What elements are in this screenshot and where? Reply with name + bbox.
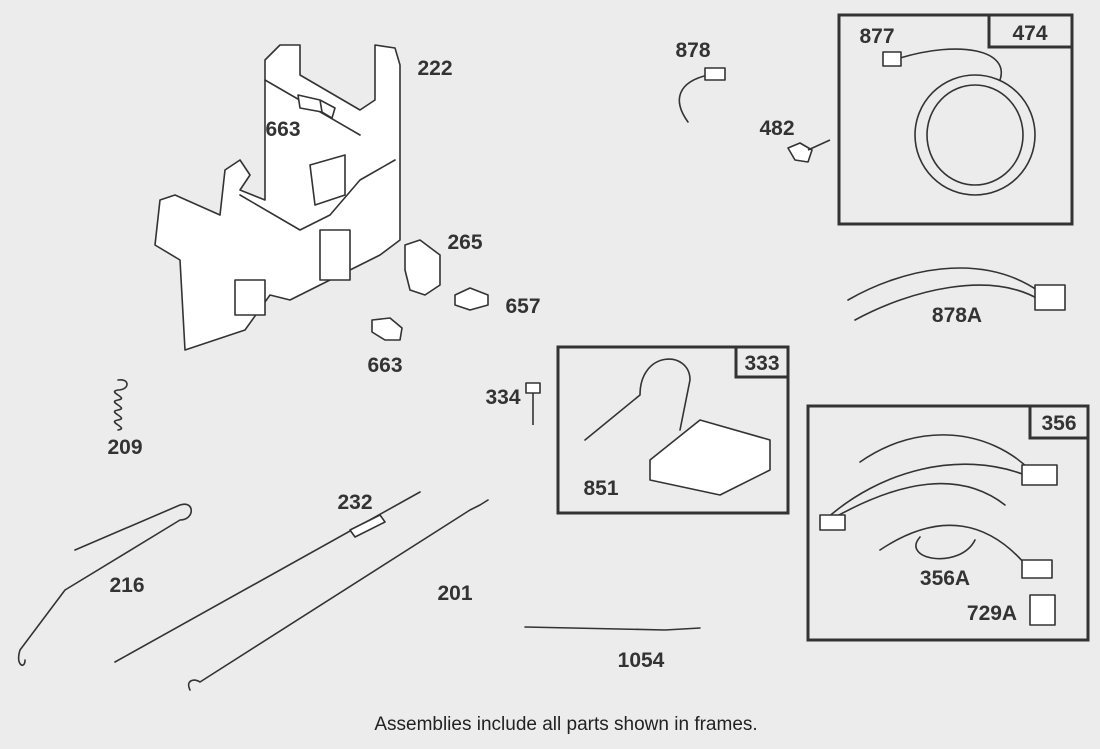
part-label-265: 265 (447, 231, 482, 254)
part-label-663: 663 (265, 118, 300, 141)
part-label-356A: 356A (920, 567, 970, 590)
part-label-222: 222 (417, 57, 452, 80)
wire-878A-drawing (847, 267, 1041, 321)
frame-474: 474 (837, 13, 1074, 226)
part-label-878A: 878A (932, 304, 982, 327)
part-label-482: 482 (759, 117, 794, 140)
frame-333: 333 (556, 345, 790, 515)
cable-232-sleeve-drawing (349, 514, 386, 538)
frame-333-label: 333 (744, 352, 779, 375)
part-label-878: 878 (675, 39, 710, 62)
part-label-1054: 1054 (618, 649, 665, 672)
frame-356-label: 356 (1041, 412, 1076, 435)
connector-878-drawing (704, 67, 726, 81)
connector-878A-drawing (1034, 284, 1066, 311)
part-label-232: 232 (337, 491, 372, 514)
wire-878-drawing (678, 74, 709, 123)
control-bracket-drawing (154, 44, 401, 351)
frame-474-label: 474 (1012, 22, 1047, 45)
frame-356: 356 (806, 404, 1090, 642)
tie-1054-drawing (524, 626, 701, 631)
part-label-729A: 729A (967, 602, 1017, 625)
part-label-334: 334 (485, 386, 520, 409)
rod-216-drawing (17, 503, 193, 666)
part-label-201: 201 (437, 582, 472, 605)
part-label-851: 851 (583, 477, 618, 500)
spring-209-drawing (113, 379, 128, 431)
bracket-265-drawing (404, 239, 441, 296)
bolt-drawing (297, 94, 831, 425)
part-label-877: 877 (859, 25, 894, 48)
part-label-657: 657 (505, 295, 540, 318)
part-label-209: 209 (107, 436, 142, 459)
diagram-caption: Assemblies include all parts shown in fr… (374, 714, 757, 735)
rod-201-drawing (187, 499, 489, 691)
part-label-216: 216 (109, 574, 144, 597)
part-label-663b: 663 (367, 354, 402, 377)
